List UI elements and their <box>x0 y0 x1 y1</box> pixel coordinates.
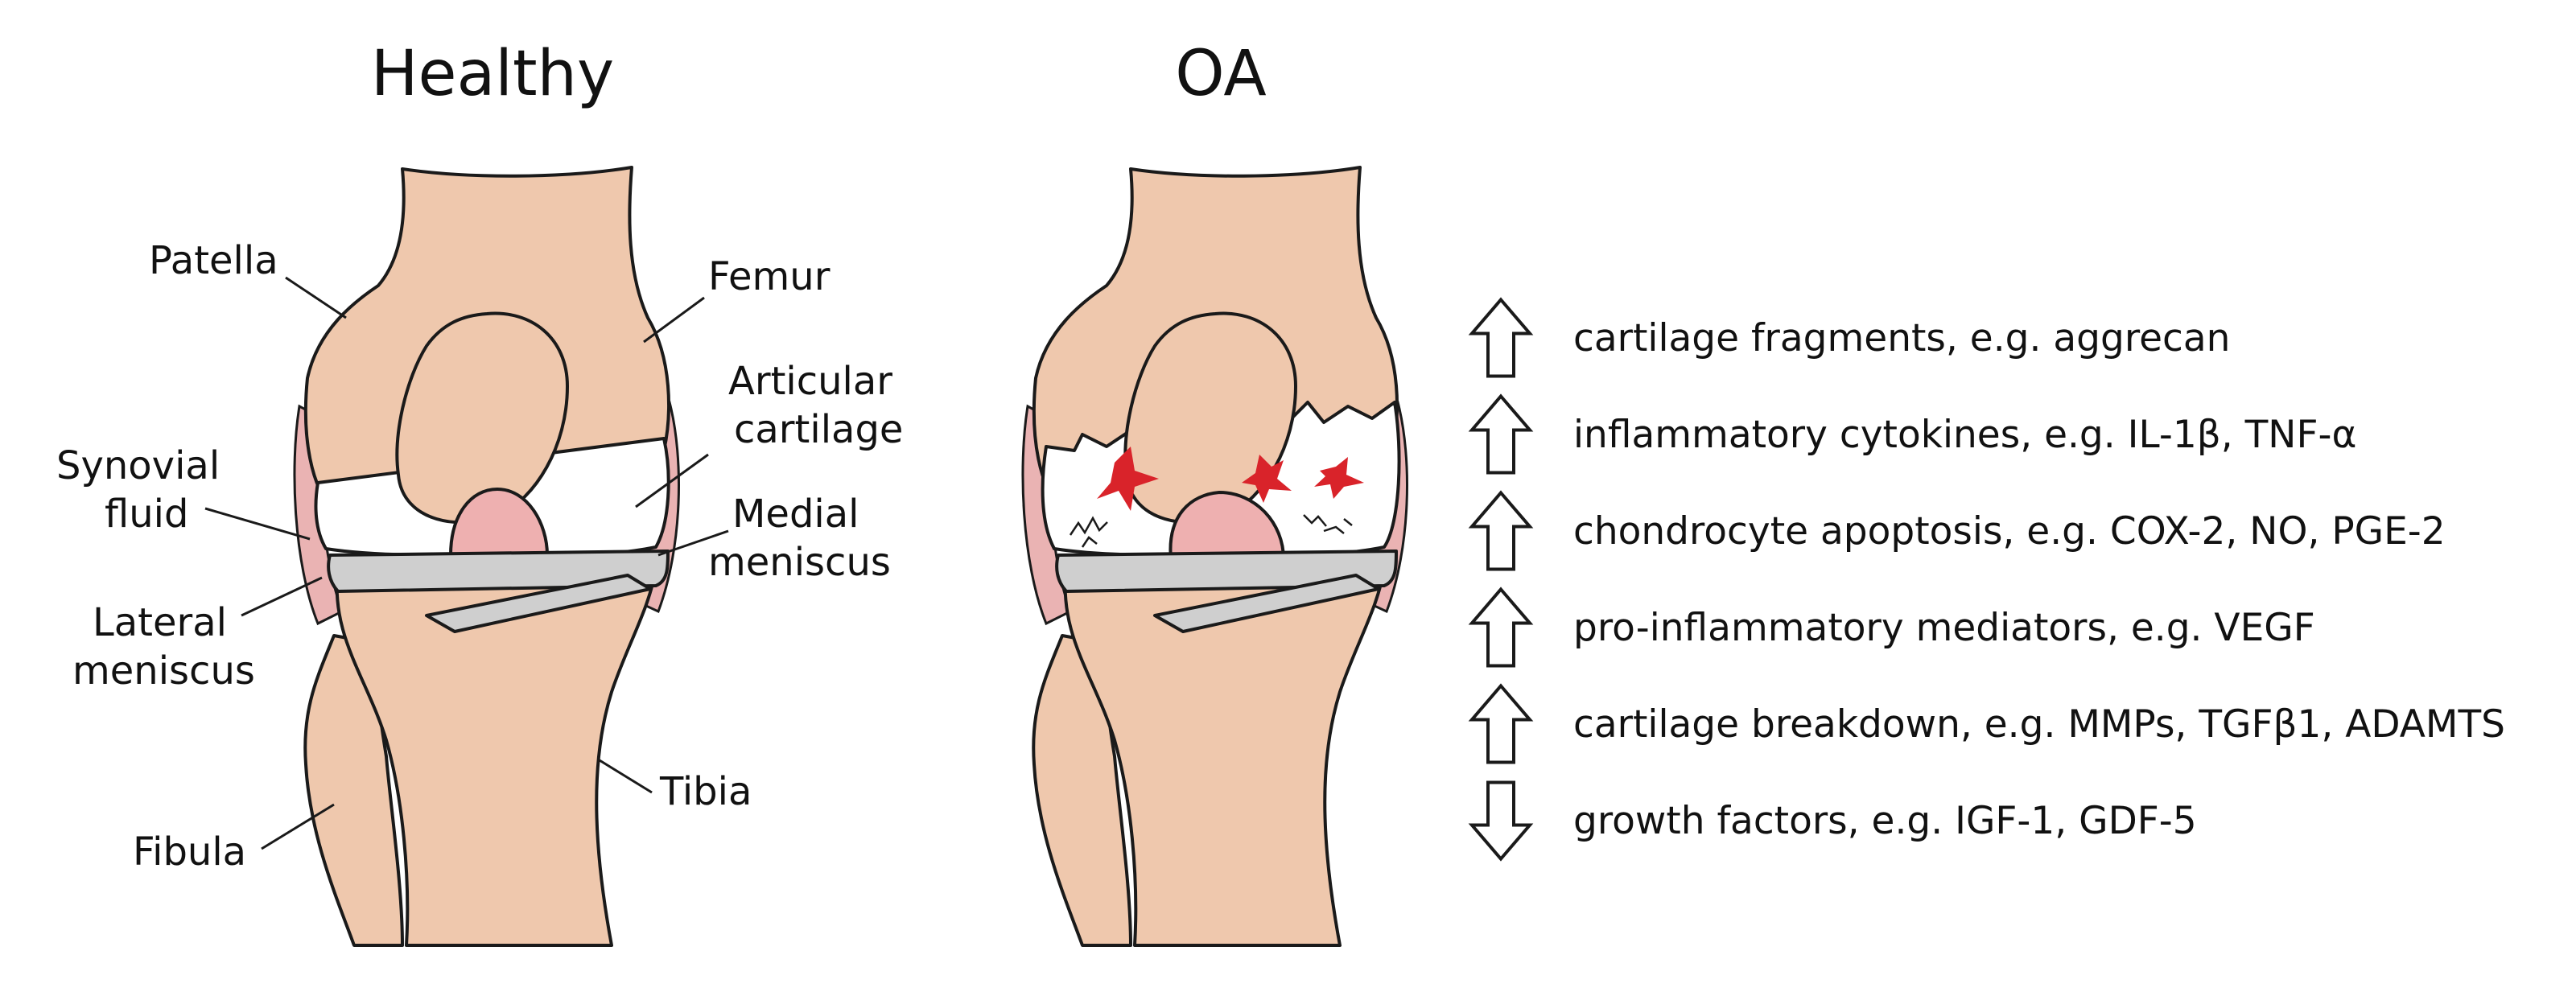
oa-cruciate-ligament <box>1168 490 1286 561</box>
change-text: chondrocyte apoptosis, e.g. COX-2, NO, P… <box>1573 509 2446 554</box>
change-row: growth factors, e.g. IGF-1, GDF-5 <box>1468 780 2197 862</box>
tibia <box>335 566 657 947</box>
oa-title: OA <box>1175 38 1266 110</box>
change-row: chondrocyte apoptosis, e.g. COX-2, NO, P… <box>1468 490 2446 571</box>
change-text: inflammatory cytokines, e.g. IL-1β, TNF-… <box>1573 413 2356 457</box>
lesion-star-1 <box>1097 447 1159 511</box>
cruciate-ligament <box>448 487 550 557</box>
label-medial-2: meniscus <box>708 540 891 585</box>
up-arrow-icon <box>1468 490 1534 571</box>
label-articular-1: Articular <box>728 359 892 404</box>
up-arrow-icon <box>1468 393 1534 475</box>
label-medial-1: Medial <box>732 492 859 537</box>
change-row: pro-inflammatory mediators, e.g. VEGF <box>1468 587 2315 668</box>
up-arrow-icon <box>1468 297 1534 378</box>
label-articular-2: cartilage <box>734 407 903 452</box>
change-text: cartilage breakdown, e.g. MMPs, TGFβ1, A… <box>1573 702 2505 747</box>
crack-right <box>1303 514 1353 534</box>
down-arrow-icon <box>1468 780 1534 862</box>
up-arrow-icon <box>1468 683 1534 764</box>
change-text: pro-inflammatory mediators, e.g. VEGF <box>1573 606 2315 650</box>
label-patella: Patella <box>149 238 278 283</box>
oa-tibia <box>1063 566 1386 947</box>
change-row: inflammatory cytokines, e.g. IL-1β, TNF-… <box>1468 393 2356 475</box>
crack-left <box>1069 516 1108 548</box>
label-synovial-1: Synovial <box>56 443 220 488</box>
medial-meniscus-shape <box>425 574 652 633</box>
label-synovial-2: fluid <box>105 492 188 537</box>
label-femur: Femur <box>708 254 831 299</box>
change-text: growth factors, e.g. IGF-1, GDF-5 <box>1573 799 2197 843</box>
oa-knee <box>1021 166 1409 947</box>
change-row: cartilage breakdown, e.g. MMPs, TGFβ1, A… <box>1468 683 2505 764</box>
healthy-labels: Patella Femur Articular cartilage Synovi… <box>56 238 903 875</box>
healthy-title: Healthy <box>371 38 614 110</box>
label-lateral-1: Lateral <box>93 600 227 645</box>
lesion-star-2 <box>1242 455 1292 503</box>
label-tibia: Tibia <box>659 769 752 814</box>
label-lateral-2: meniscus <box>72 648 255 694</box>
change-row: cartilage fragments, e.g. aggrecan <box>1468 297 2230 378</box>
change-text: cartilage fragments, e.g. aggrecan <box>1573 316 2230 360</box>
healthy-knee <box>293 166 681 947</box>
oa-changes-list: cartilage fragments, e.g. aggrecan inflam… <box>1468 297 2505 862</box>
oa-lateral-meniscus <box>1055 550 1398 593</box>
oa-medial-meniscus <box>1153 574 1380 633</box>
label-fibula: Fibula <box>133 829 246 875</box>
lateral-meniscus-shape <box>327 550 670 593</box>
up-arrow-icon <box>1468 587 1534 668</box>
lesion-star-3 <box>1314 457 1364 499</box>
